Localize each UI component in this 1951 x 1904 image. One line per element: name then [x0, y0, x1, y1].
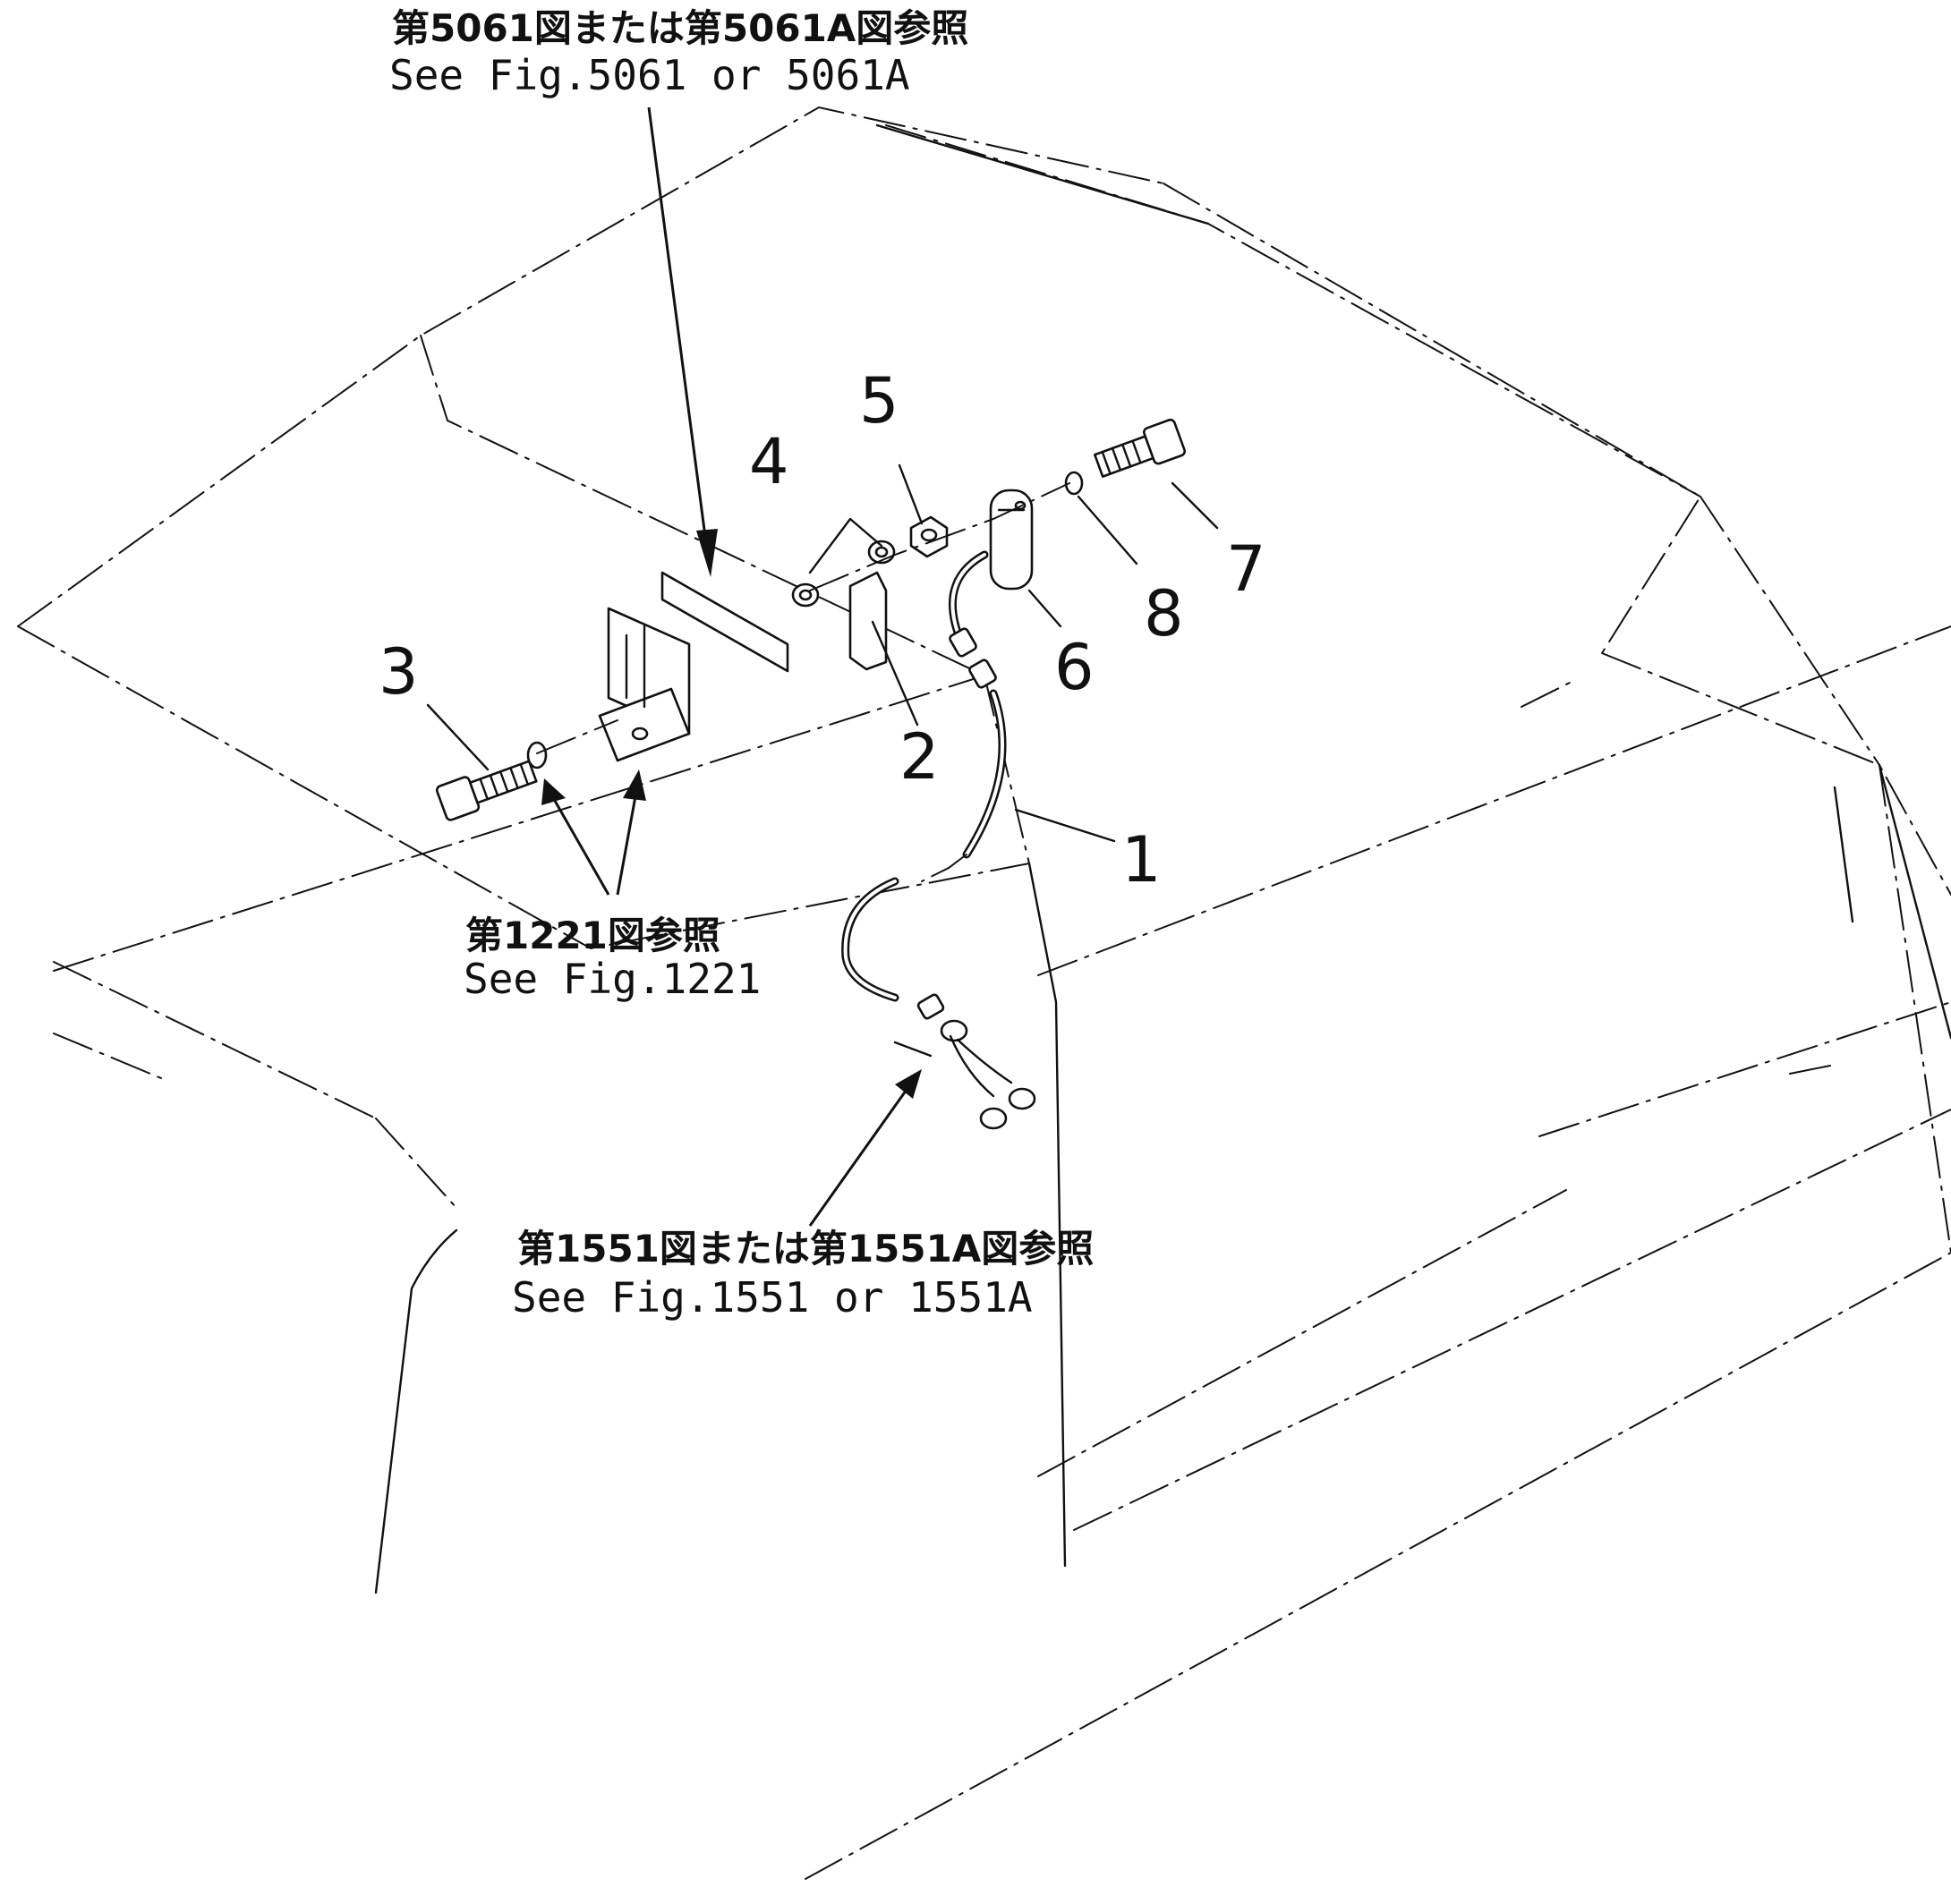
part-3-washer: [526, 741, 548, 769]
reference-left: 第1221図参照 See Fig.1221: [464, 914, 761, 1003]
callout-5: 5: [859, 364, 899, 438]
reference-bottom-en: See Fig.1551 or 1551A: [512, 1273, 1033, 1322]
part-3-bolt: [435, 760, 538, 821]
machine-body-outline: [17, 106, 1951, 1880]
reference-bottom-jp: 第1551図または第1551A図参照: [517, 1227, 1094, 1271]
callout-numbers: 1 2 3 4 5 6 7 8: [379, 364, 1266, 897]
part-8-washer: [1064, 471, 1084, 496]
part-6-component: [989, 489, 1034, 591]
callout-8: 8: [1144, 577, 1184, 650]
callout-7: 7: [1226, 532, 1266, 606]
callout-3: 3: [379, 635, 419, 709]
part-5-nut: [909, 515, 949, 558]
callout-1: 1: [1121, 823, 1162, 897]
assembly-centerlines: [536, 482, 1070, 754]
reference-left-jp: 第1221図参照: [465, 914, 720, 957]
callout-6: 6: [1054, 631, 1095, 704]
part-1-wire-harness: [841, 550, 1036, 1130]
callout-leaders: [426, 463, 1219, 843]
reference-top-en: See Fig.5061 or 5061A: [389, 51, 910, 99]
reference-arrows: [541, 106, 922, 1227]
mounting-bracket: [598, 571, 789, 762]
part-7-bolt: [1093, 418, 1186, 478]
callout-2: 2: [899, 720, 940, 794]
reference-top: 第5061図または第5061A図参照 See Fig.5061 or 5061A: [389, 6, 968, 99]
reference-bottom: 第1551図または第1551A図参照 See Fig.1551 or 1551A: [512, 1227, 1094, 1322]
machine-body-edges: [374, 123, 1951, 1594]
reference-left-en: See Fig.1221: [464, 955, 761, 1003]
callout-4: 4: [749, 425, 789, 498]
part-4-bracket: [791, 540, 896, 671]
reference-top-jp: 第5061図または第5061A図参照: [392, 6, 968, 50]
